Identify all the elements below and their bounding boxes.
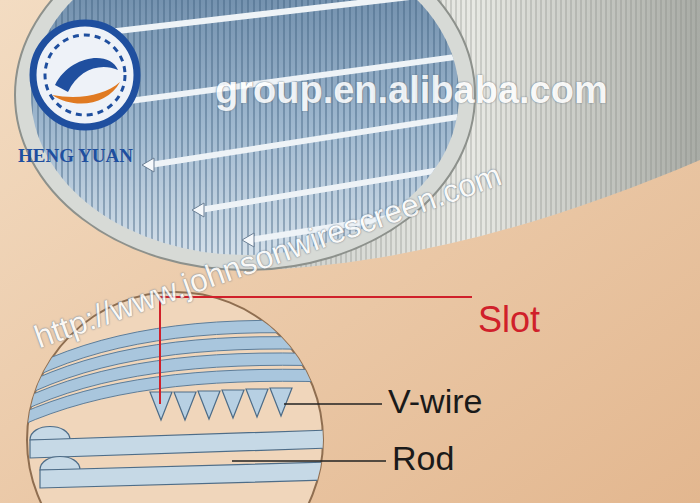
rod-leader	[232, 460, 386, 462]
company-logo	[33, 23, 137, 127]
rod-profiles	[30, 427, 330, 489]
watermark: group.en.alibaba.com	[215, 70, 608, 112]
v-wire-leader	[284, 403, 382, 405]
part-label: Slot	[478, 300, 540, 340]
brand-name: HENG YUAN	[18, 146, 133, 167]
part-label: Rod	[392, 440, 454, 477]
v-wire-profiles	[150, 388, 292, 420]
watermark: http://www.johnsonwirescreen.com	[30, 158, 506, 356]
part-label: V-wire	[388, 383, 482, 420]
